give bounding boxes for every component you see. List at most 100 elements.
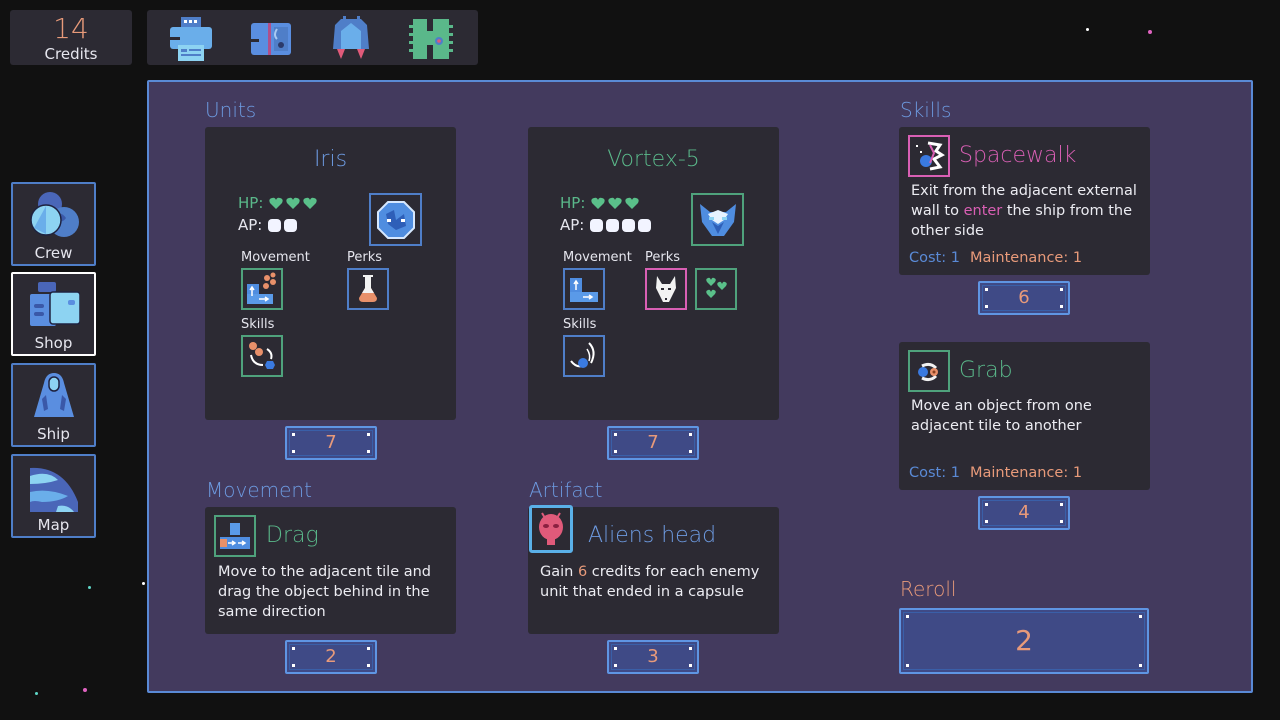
ship-icon: [28, 371, 80, 423]
credits-display: 14 Credits: [10, 10, 132, 65]
buy-artifact-aliens-head-button[interactable]: 3: [607, 640, 699, 674]
heart-icon: [269, 197, 284, 209]
ap-pip-icon: [606, 218, 620, 232]
credits-label: Credits: [44, 45, 98, 63]
cost-label: Cost: 1: [909, 250, 960, 266]
shop-icon: [28, 280, 81, 332]
cost-row: Cost: 1 Maintenance: 1: [909, 250, 1082, 266]
movement-label: Movement: [241, 250, 310, 265]
artifact-card-aliens-head[interactable]: Aliens head Gain 6 credits for each enem…: [528, 505, 779, 634]
buy-movement-drag-button[interactable]: 2: [285, 640, 377, 674]
ap-pip-icon: [638, 218, 652, 232]
drag-movement-icon[interactable]: [241, 268, 283, 310]
hp-row: HP:: [238, 194, 318, 212]
credits-amount-highlight: 6: [577, 564, 588, 580]
circuit-board-icon[interactable]: [407, 15, 455, 63]
sidebar-item-map[interactable]: Map: [11, 454, 96, 538]
skills-label: Skills: [563, 317, 597, 332]
ship-modules-bar: [147, 10, 478, 65]
ap-pip-icon: [622, 218, 636, 232]
ap-row: AP:: [560, 216, 652, 234]
ap-label: AP:: [560, 216, 585, 234]
blue-orb-portrait-icon: [369, 193, 422, 246]
hearts-perk-icon[interactable]: [695, 268, 737, 310]
sidebar-item-label: Ship: [37, 425, 70, 443]
map-icon: [28, 462, 80, 514]
reroll-button[interactable]: 2: [899, 608, 1149, 674]
buy-skill-grab-button[interactable]: 4: [978, 496, 1070, 530]
skills-section-title: Skills: [900, 98, 952, 122]
spacewalk-skill-icon: [908, 135, 950, 177]
step-movement-icon[interactable]: [563, 268, 605, 310]
perks-label: Perks: [645, 250, 681, 265]
star-decoration: [35, 692, 38, 695]
ap-pip-icon: [268, 218, 282, 232]
flask-perk-icon[interactable]: [347, 268, 389, 310]
skill-card-spacewalk[interactable]: Spacewalk Exit from the adjacent externa…: [899, 127, 1150, 275]
heart-icon: [591, 197, 606, 209]
ap-pip-icon: [284, 218, 298, 232]
star-decoration: [1086, 28, 1089, 31]
heart-icon: [303, 197, 318, 209]
item-description: Gain 6 credits for each enemy unit that …: [540, 564, 760, 600]
buy-unit-vortex-5-button[interactable]: 7: [607, 426, 699, 460]
printer-icon[interactable]: [167, 15, 215, 63]
item-description: Exit from the adjacent external wall to …: [911, 183, 1137, 239]
buy-unit-iris-button[interactable]: 7: [285, 426, 377, 460]
movement-card-drag[interactable]: Drag Move to the adjacent tile and drag …: [205, 507, 456, 634]
sidebar-item-label: Map: [37, 516, 70, 534]
hp-label: HP:: [238, 194, 264, 212]
star-decoration: [142, 582, 145, 585]
ap-row: AP:: [238, 216, 298, 234]
unit-card-iris[interactable]: Iris HP: AP: Movement Perks Skills: [205, 127, 456, 420]
price-label: 6: [1018, 287, 1030, 308]
maintenance-label: Maintenance: 1: [969, 465, 1083, 481]
heart-icon: [625, 197, 640, 209]
cost-label: Cost: 1: [909, 465, 960, 481]
sidebar-item-label: Shop: [34, 334, 73, 352]
heart-icon: [608, 197, 623, 209]
spacewalk-skill-icon[interactable]: [563, 335, 605, 377]
ap-label: AP:: [238, 216, 263, 234]
star-decoration: [83, 688, 87, 692]
sidebar-item-crew[interactable]: Crew: [11, 182, 96, 266]
grab-skill-icon[interactable]: [241, 335, 283, 377]
crew-icon: [28, 190, 80, 242]
ap-pip-icon: [590, 218, 604, 232]
rocket-icon[interactable]: [327, 15, 375, 63]
movement-section-title: Movement: [206, 478, 312, 502]
grab-skill-icon: [908, 350, 950, 392]
keyword-highlight: enter: [963, 203, 1003, 219]
item-description: Move to the adjacent tile and drag the o…: [218, 564, 431, 620]
wolf-perk-icon[interactable]: [645, 268, 687, 310]
price-label: 3: [647, 646, 659, 667]
price-label: 4: [1018, 502, 1030, 523]
hp-row: HP:: [560, 194, 640, 212]
shop-panel: Units Iris HP: AP: Movement Perks Skills: [147, 80, 1253, 693]
item-title: Drag: [266, 523, 319, 548]
price-label: 7: [325, 432, 337, 453]
cost-row: Cost: 1 Maintenance: 1: [909, 465, 1082, 481]
sidebar-item-label: Crew: [34, 244, 73, 262]
locker-icon[interactable]: [247, 15, 295, 63]
movement-label: Movement: [563, 250, 632, 265]
buy-skill-spacewalk-button[interactable]: 6: [978, 281, 1070, 315]
unit-name: Vortex-5: [607, 147, 700, 172]
unit-name: Iris: [313, 147, 348, 172]
star-decoration: [88, 586, 91, 589]
skills-label: Skills: [241, 317, 275, 332]
skill-card-grab[interactable]: Grab Move an object from one adjacent ti…: [899, 342, 1150, 490]
maintenance-label: Maintenance: 1: [969, 250, 1083, 266]
price-label: 2: [325, 646, 337, 667]
heart-icon: [286, 197, 301, 209]
item-description: Move an object from one adjacent tile to…: [911, 398, 1092, 434]
drag-movement-icon: [214, 515, 256, 557]
item-title: Aliens head: [588, 523, 717, 548]
star-decoration: [1148, 30, 1152, 34]
units-section-title: Units: [205, 98, 257, 122]
fox-mask-portrait-icon: [691, 193, 744, 246]
sidebar-item-shop[interactable]: Shop: [11, 272, 96, 356]
unit-card-vortex-5[interactable]: Vortex-5 HP: AP: Movement Perks Skills: [528, 127, 779, 420]
sidebar-item-ship[interactable]: Ship: [11, 363, 96, 447]
perks-label: Perks: [347, 250, 383, 265]
